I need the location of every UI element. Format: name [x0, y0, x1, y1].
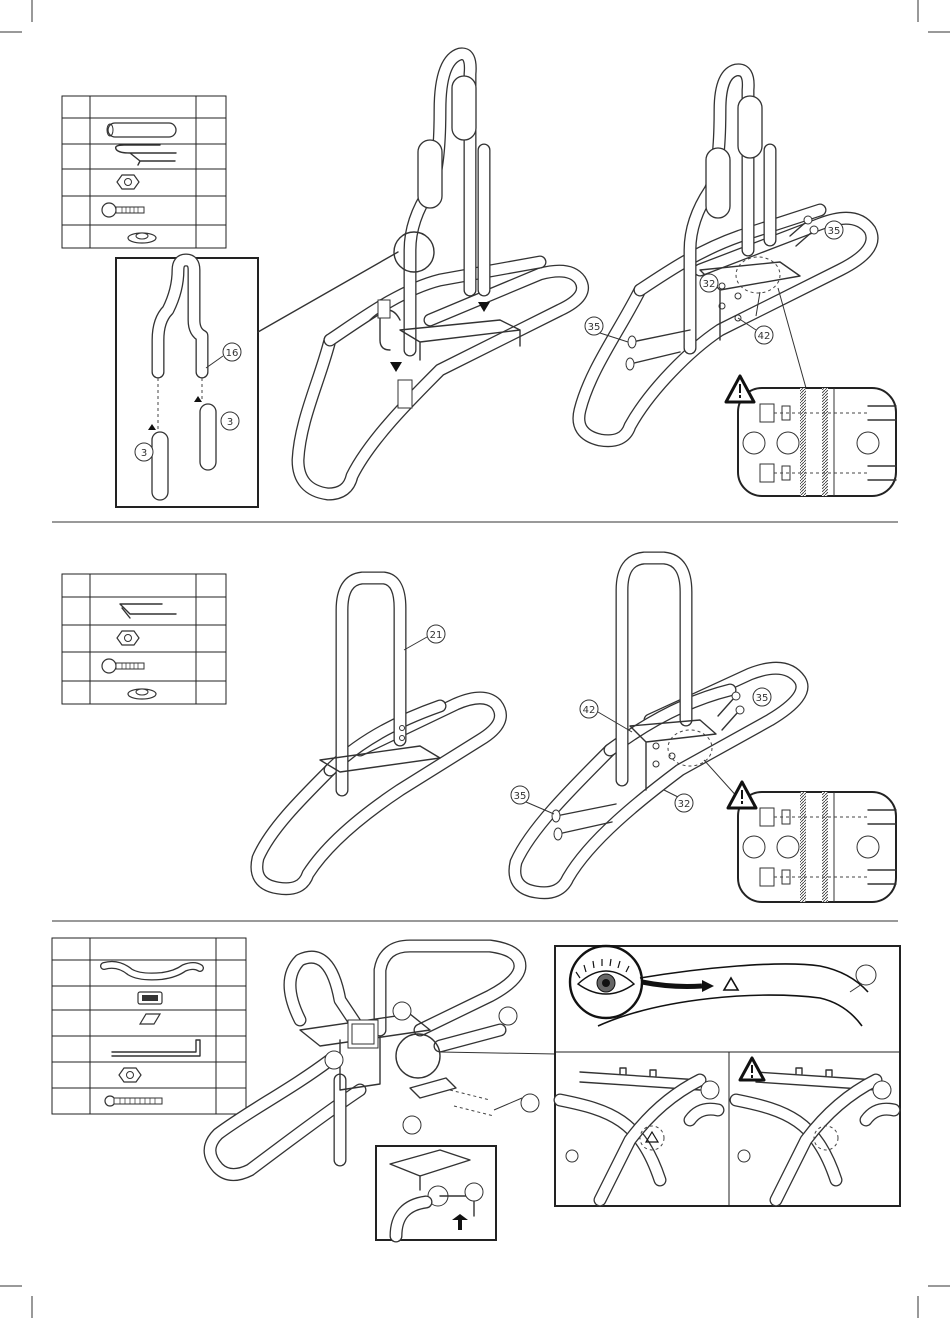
warning-icon — [726, 376, 754, 402]
triangle-mark-icon — [724, 978, 738, 990]
up-arrow-icon — [452, 1214, 468, 1230]
step-1-frame-left — [298, 54, 583, 494]
bent-rod-part-icon — [120, 604, 176, 618]
callout-35a: 35 — [828, 226, 841, 237]
step-3-zoom-box — [376, 1146, 496, 1240]
step-1-parts-table — [62, 96, 226, 248]
step-3-frame — [210, 946, 556, 1175]
callout-35c: 35 — [756, 693, 769, 704]
allen-key-part-icon — [112, 1040, 200, 1056]
callout-35b: 35 — [588, 322, 601, 333]
step-1-frame-right: 35 32 35 42 — [579, 70, 872, 441]
callout-21: 21 — [430, 630, 443, 641]
step-2-warning-detail — [728, 782, 896, 902]
nut-part-icon — [117, 631, 139, 645]
nut-part-icon — [119, 1068, 141, 1082]
washer-part-icon — [128, 233, 156, 243]
pad-part-icon — [140, 1014, 160, 1024]
callout-3a: 3 — [227, 417, 233, 428]
step-3-info-panel — [555, 946, 900, 1206]
bolt-part-icon — [102, 203, 144, 217]
callout-35d: 35 — [514, 791, 527, 802]
callout-32b: 32 — [678, 799, 691, 810]
clamp-part-icon — [138, 992, 162, 1004]
callout-16: 16 — [226, 348, 239, 359]
callout-42b: 42 — [583, 705, 596, 716]
step-1-warning-detail — [726, 376, 896, 496]
step-2-frame-left: 21 — [257, 578, 501, 889]
nut-part-icon — [117, 175, 139, 189]
callout-42: 42 — [758, 331, 771, 342]
callout-3b: 3 — [141, 448, 147, 459]
callout-32: 32 — [703, 279, 716, 290]
step-1-detail-box: 16 3 3 — [116, 258, 258, 507]
eye-icon — [570, 946, 642, 1018]
u-tube-part-icon — [116, 145, 176, 165]
bolt-part-icon — [102, 659, 144, 673]
step-3-parts-table — [52, 938, 246, 1114]
washer-part-icon — [128, 689, 156, 699]
step-2-parts-table — [62, 574, 226, 704]
warning-icon — [740, 1058, 764, 1080]
long-bolt-part-icon — [105, 1096, 162, 1106]
foam-tube-part-icon — [107, 123, 176, 137]
curved-tube-part-icon — [104, 965, 200, 977]
